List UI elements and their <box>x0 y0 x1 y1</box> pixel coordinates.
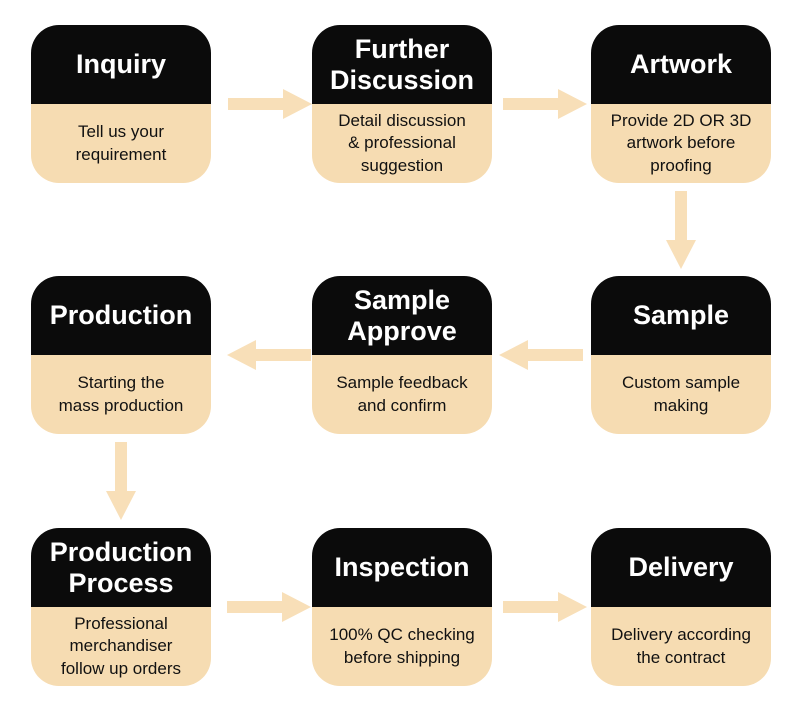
arrow-right-icon <box>228 89 312 119</box>
step-card-inquiry: Inquiry Tell us your requirement <box>31 25 211 183</box>
arrow-right-icon <box>227 592 311 622</box>
step-description: 100% QC checking before shipping <box>312 607 492 686</box>
step-card-production-process: Production Process Professional merchand… <box>31 528 211 686</box>
arrow-down-icon <box>666 191 696 269</box>
step-description: Custom sample making <box>591 355 771 434</box>
step-title: Inspection <box>312 528 492 607</box>
step-description: Sample feedback and confirm <box>312 355 492 434</box>
step-card-further-discussion: Further Discussion Detail discussion & p… <box>312 25 492 183</box>
arrow-right-icon <box>503 592 587 622</box>
arrow-left-icon <box>499 340 583 370</box>
step-description: Professional merchandiser follow up orde… <box>31 607 211 686</box>
step-title: Sample <box>591 276 771 355</box>
arrow-right-icon <box>503 89 587 119</box>
step-card-artwork: Artwork Provide 2D OR 3D artwork before … <box>591 25 771 183</box>
step-title: Delivery <box>591 528 771 607</box>
step-card-production: Production Starting the mass production <box>31 276 211 434</box>
step-description: Starting the mass production <box>31 355 211 434</box>
step-description: Provide 2D OR 3D artwork before proofing <box>591 104 771 183</box>
step-title: Further Discussion <box>312 25 492 104</box>
step-description: Delivery according the contract <box>591 607 771 686</box>
step-title: Sample Approve <box>312 276 492 355</box>
step-title: Artwork <box>591 25 771 104</box>
step-title: Inquiry <box>31 25 211 104</box>
step-description: Detail discussion & professional suggest… <box>312 104 492 183</box>
step-card-sample: Sample Custom sample making <box>591 276 771 434</box>
step-description: Tell us your requirement <box>31 104 211 183</box>
step-card-inspection: Inspection 100% QC checking before shipp… <box>312 528 492 686</box>
arrow-left-icon <box>227 340 311 370</box>
step-title: Production <box>31 276 211 355</box>
step-card-sample-approve: Sample Approve Sample feedback and confi… <box>312 276 492 434</box>
step-title: Production Process <box>31 528 211 607</box>
arrow-down-icon <box>106 442 136 520</box>
step-card-delivery: Delivery Delivery according the contract <box>591 528 771 686</box>
